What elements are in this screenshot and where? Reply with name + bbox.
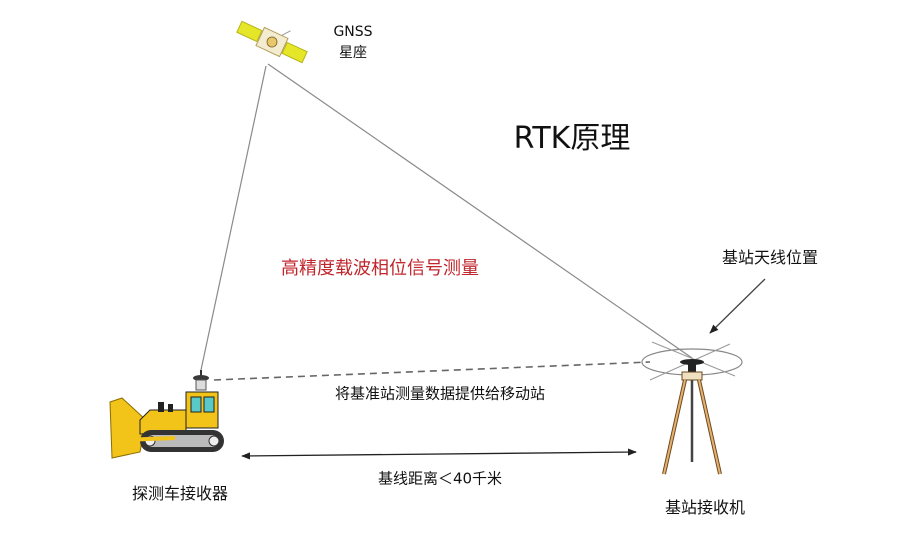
carrier-phase-label: 高精度载波相位信号测量 — [281, 258, 479, 279]
base-receiver-label: 基站接收机 — [664, 498, 746, 517]
diagram-title: RTK原理 — [513, 121, 631, 156]
baseline-distance-label: 基线距离＜40千米 — [377, 469, 503, 488]
signal-line-base — [267, 63, 693, 359]
antenna-position-label: 基站天线位置 — [721, 248, 819, 267]
base-station-tripod-icon — [641, 341, 743, 475]
satellite-icon — [236, 20, 308, 64]
signal-line-rover — [200, 65, 267, 371]
bulldozer-icon — [109, 370, 224, 459]
satellite-label-gnss: GNSS — [333, 24, 373, 40]
rover-receiver-label: 探测车接收器 — [131, 484, 229, 503]
antenna-pointer-arrow — [709, 278, 766, 334]
data-link-line — [213, 361, 651, 381]
data-link-label: 将基准站测量数据提供给移动站 — [334, 384, 546, 403]
baseline-arrow — [241, 448, 637, 460]
satellite-label-constellation: 星座 — [339, 45, 367, 61]
